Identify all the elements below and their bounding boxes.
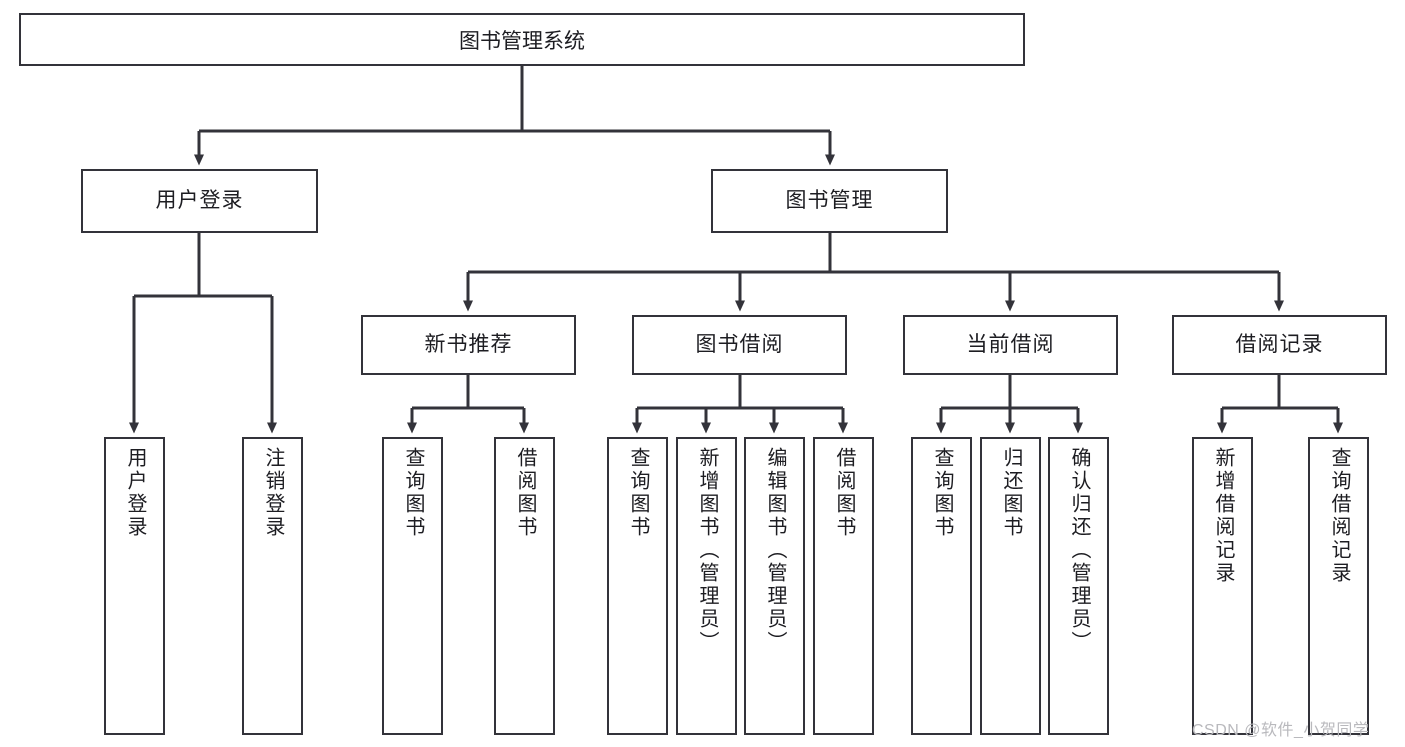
node-label: 编辑图书（管理员） xyxy=(764,447,786,654)
leaf-borrow-borrow-book[interactable]: 借阅图书 xyxy=(813,437,874,735)
leaf-user-login-logout[interactable]: 注销登录 xyxy=(242,437,303,735)
leaf-records-query-record[interactable]: 查询借阅记录 xyxy=(1308,437,1369,735)
node-new-book-recommend[interactable]: 新书推荐 xyxy=(361,315,576,375)
node-label: 新增借阅记录 xyxy=(1212,447,1234,585)
node-label: 查询图书 xyxy=(931,447,953,539)
leaf-recommend-query-book[interactable]: 查询图书 xyxy=(382,437,443,735)
leaf-borrow-edit-book[interactable]: 编辑图书（管理员） xyxy=(744,437,805,735)
leaf-borrow-add-book[interactable]: 新增图书（管理员） xyxy=(676,437,737,735)
node-user-login[interactable]: 用户登录 xyxy=(81,169,318,233)
node-label: 查询借阅记录 xyxy=(1328,447,1350,585)
leaf-user-login-login[interactable]: 用户登录 xyxy=(104,437,165,735)
node-label: 用户登录 xyxy=(155,189,244,213)
node-label: 确认归还（管理员） xyxy=(1068,447,1090,654)
node-borrow-records[interactable]: 借阅记录 xyxy=(1172,315,1387,375)
leaf-current-return-book[interactable]: 归还图书 xyxy=(980,437,1041,735)
node-root-system[interactable]: 图书管理系统 xyxy=(19,13,1025,66)
node-label: 图书管理系统 xyxy=(459,29,585,53)
node-label: 查询图书 xyxy=(402,447,424,539)
leaf-records-add-record[interactable]: 新增借阅记录 xyxy=(1192,437,1253,735)
node-label: 图书借阅 xyxy=(695,333,784,357)
node-label: 用户登录 xyxy=(124,447,146,539)
node-label: 新增图书（管理员） xyxy=(696,447,718,654)
node-label: 当前借阅 xyxy=(966,333,1055,357)
node-label: 借阅图书 xyxy=(833,447,855,539)
leaf-recommend-borrow-book[interactable]: 借阅图书 xyxy=(494,437,555,735)
leaf-current-query-book[interactable]: 查询图书 xyxy=(911,437,972,735)
node-label: 借阅图书 xyxy=(514,447,536,539)
node-book-management[interactable]: 图书管理 xyxy=(711,169,948,233)
node-label: 新书推荐 xyxy=(424,333,513,357)
leaf-borrow-query-book[interactable]: 查询图书 xyxy=(607,437,668,735)
node-label: 图书管理 xyxy=(785,189,874,213)
node-label: 注销登录 xyxy=(262,447,284,539)
node-current-borrow[interactable]: 当前借阅 xyxy=(903,315,1118,375)
node-book-borrow[interactable]: 图书借阅 xyxy=(632,315,847,375)
node-label: 借阅记录 xyxy=(1235,333,1324,357)
node-label: 归还图书 xyxy=(1000,447,1022,539)
csdn-watermark: CSDN @软件_小贺同学 xyxy=(1192,722,1370,739)
leaf-current-confirm-return[interactable]: 确认归还（管理员） xyxy=(1048,437,1109,735)
node-label: 查询图书 xyxy=(627,447,649,539)
